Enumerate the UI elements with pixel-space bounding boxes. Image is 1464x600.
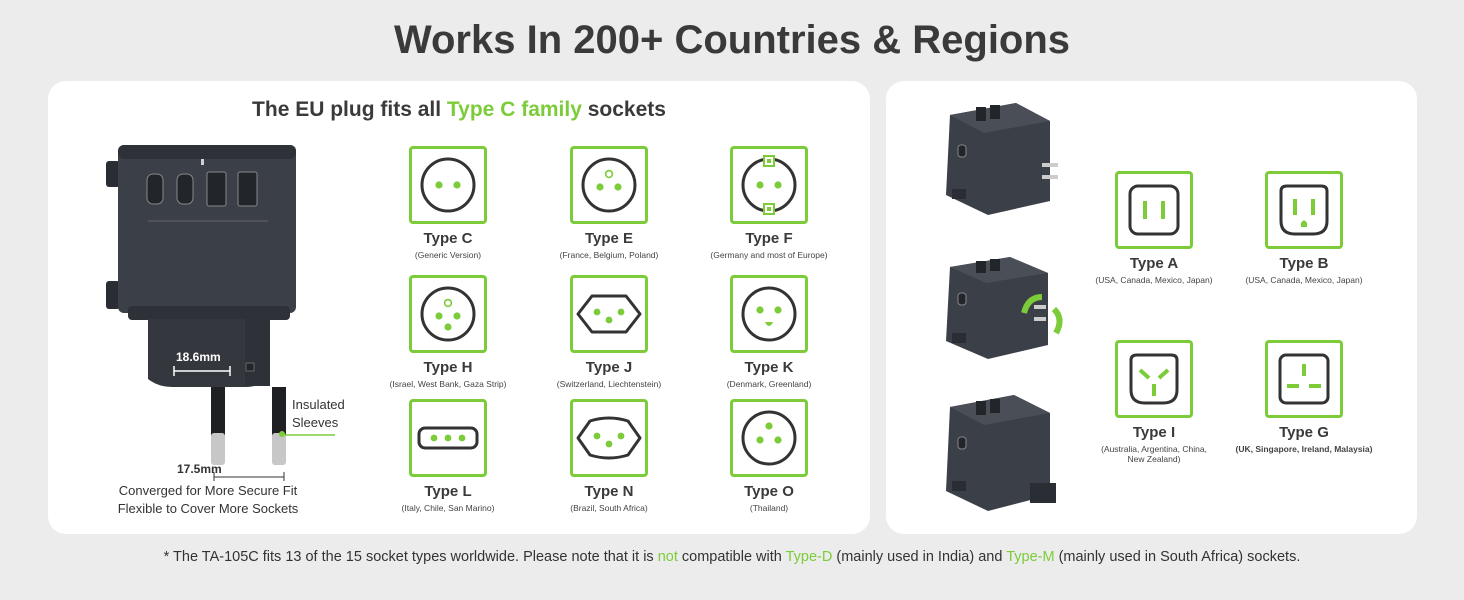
dimension-bottom: 17.5mm [177, 462, 222, 476]
adapter-uk-plug-illustration [946, 395, 1056, 511]
socket-name: Type F [745, 230, 793, 247]
socket-region: (France, Belgium, Poland) [559, 250, 659, 260]
socket-region: (Denmark, Greenland) [726, 379, 812, 389]
socket-region: (USA, Canada, Mexico, Japan) [1095, 275, 1213, 285]
type-k-socket-icon [730, 275, 808, 353]
type-l-socket-icon [409, 399, 487, 477]
type-f-socket-icon [730, 146, 808, 224]
socket-type-l: Type L (Italy, Chile, San Marino) [373, 399, 523, 513]
socket-region: (UK, Singapore, Ireland, Malaysia) [1235, 444, 1373, 454]
socket-name: Type J [585, 359, 633, 376]
socket-region: (Germany and most of Europe) [710, 250, 828, 260]
sleeve-pointer-line [285, 434, 335, 436]
sleeves-label-line2: Sleeves [292, 415, 339, 430]
socket-type-g: Type G (UK, Singapore, Ireland, Malaysia… [1229, 340, 1379, 454]
page-title: Works In 200+ Countries & Regions [393, 18, 1071, 62]
plug-caption: Converged for More Secure Fit Flexible t… [88, 482, 328, 518]
type-j-socket-icon [570, 275, 648, 353]
type-g-socket-icon [1265, 340, 1343, 418]
socket-name: Type A [1129, 255, 1179, 272]
socket-region: (USA, Canada, Mexico, Japan) [1245, 275, 1363, 285]
adapter-us-plug-illustration [946, 103, 1058, 215]
socket-name: Type B [1279, 255, 1329, 272]
socket-region: (Italy, Chile, San Marino) [401, 503, 495, 513]
socket-type-k: Type K (Denmark, Greenland) [694, 275, 844, 389]
socket-type-j: Type J (Switzerland, Liechtenstein) [534, 275, 684, 389]
socket-region: (Switzerland, Liechtenstein) [556, 379, 662, 389]
socket-name: Type I [1132, 424, 1176, 441]
footnote-text: compatible with [677, 549, 786, 565]
footnote-text: * The TA-105C fits 13 of the 15 socket t… [163, 549, 658, 565]
socket-name: Type H [423, 359, 473, 376]
type-a-socket-icon [1115, 171, 1193, 249]
socket-region-line1: (Australia, Argentina, China, [1101, 444, 1207, 454]
heading-highlight: Type C family [446, 98, 582, 121]
sleeves-label-line1: Insulated [292, 397, 345, 412]
socket-region: (Thailand) [749, 503, 789, 513]
socket-type-b: Type B (USA, Canada, Mexico, Japan) [1229, 171, 1379, 285]
dimension-top: 18.6mm [176, 350, 221, 364]
footnote-not-highlight: not [657, 549, 678, 565]
compatibility-footnote: * The TA-105C fits 13 of the 15 socket t… [0, 549, 1464, 565]
type-o-socket-icon [730, 399, 808, 477]
socket-type-a: Type A (USA, Canada, Mexico, Japan) [1079, 171, 1229, 285]
socket-region: (Israel, West Bank, Gaza Strip) [389, 379, 507, 389]
plug-caption-line2: Flexible to Cover More Sockets [117, 501, 299, 516]
socket-name: Type K [744, 359, 794, 376]
other-plugs-panel: Type A (USA, Canada, Mexico, Japan) Type… [886, 81, 1417, 534]
plug-caption-line1: Converged for More Secure Fit [118, 483, 298, 498]
socket-type-n: Type N (Brazil, South Africa) [534, 399, 684, 513]
socket-type-c: Type C (Generic Version) [373, 146, 523, 260]
socket-name: Type G [1279, 424, 1329, 441]
adapter-eu-plug-illustration [106, 145, 296, 481]
socket-region-line2: New Zealand) [1127, 454, 1181, 464]
type-e-socket-icon [570, 146, 648, 224]
eu-plug-heading: The EU plug fits all Type C family socke… [48, 98, 870, 122]
socket-type-f: Type F (Germany and most of Europe) [694, 146, 844, 260]
sleeves-label: Insulated Sleeves [292, 396, 345, 432]
socket-name: Type O [744, 483, 794, 500]
socket-type-i: Type I (Australia, Argentina, China, New… [1079, 340, 1229, 464]
footnote-text: (mainly used in South Africa) sockets. [1054, 549, 1301, 565]
adapter-au-plug-illustration [946, 257, 1063, 359]
eu-plug-panel: The EU plug fits all Type C family socke… [48, 81, 870, 534]
type-c-socket-icon [409, 146, 487, 224]
footnote-type-d: Type-D [785, 549, 833, 565]
type-n-socket-icon [570, 399, 648, 477]
heading-text-end: sockets [581, 98, 666, 121]
socket-type-h: Type H (Israel, West Bank, Gaza Strip) [373, 275, 523, 389]
footnote-text: (mainly used in India) and [832, 549, 1007, 565]
socket-region: (Generic Version) [414, 250, 482, 260]
socket-name: Type N [584, 483, 634, 500]
socket-type-e: Type E (France, Belgium, Poland) [534, 146, 684, 260]
socket-name: Type E [584, 230, 634, 247]
type-i-socket-icon [1115, 340, 1193, 418]
type-h-socket-icon [409, 275, 487, 353]
socket-type-o: Type O (Thailand) [694, 399, 844, 513]
type-b-socket-icon [1265, 171, 1343, 249]
heading-text: The EU plug fits all [252, 98, 447, 121]
socket-name: Type L [424, 483, 472, 500]
socket-region: (Brazil, South Africa) [570, 503, 648, 513]
socket-name: Type C [423, 230, 473, 247]
footnote-type-m: Type-M [1006, 549, 1055, 565]
